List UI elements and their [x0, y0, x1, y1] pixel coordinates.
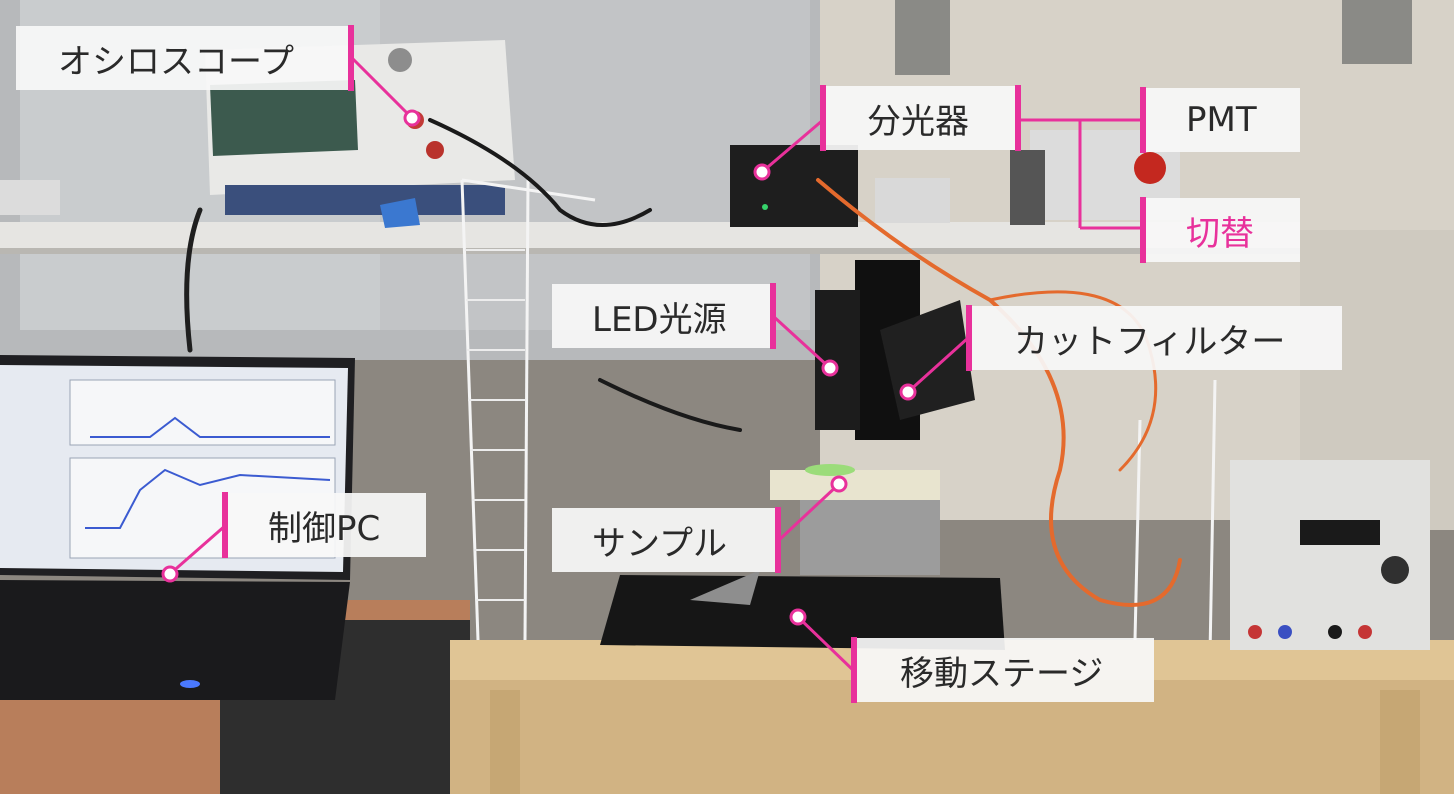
accent-bar-pmt: [1140, 87, 1146, 153]
label-control-pc: 制御PC: [228, 493, 426, 557]
label-cut-filter-text: カットフィルター: [1014, 321, 1286, 362]
accent-bar-oscilloscope: [348, 25, 354, 91]
label-pmt: PMT: [1144, 88, 1300, 152]
label-switch: 切替: [1144, 198, 1300, 262]
label-stage: 移動ステージ: [856, 638, 1154, 702]
label-switch-text: 切替: [1186, 213, 1254, 254]
accent-bar-stage: [851, 637, 857, 703]
label-stage-text: 移動ステージ: [900, 653, 1104, 694]
label-control-pc-text: 制御PC: [268, 508, 381, 549]
label-oscilloscope: オシロスコープ: [16, 26, 351, 90]
accent-bar-cut-filter: [966, 305, 972, 371]
accent-bar-switch: [1140, 197, 1146, 263]
accent-bar-control-pc: [222, 492, 228, 558]
accent-bar-led-source: [770, 283, 776, 349]
label-cut-filter: カットフィルター: [970, 306, 1342, 370]
accent-bar-sample: [775, 507, 781, 573]
label-sample: サンプル: [552, 508, 780, 572]
label-spectrometer: 分光器: [823, 86, 1018, 150]
label-sample-text: サンプル: [592, 523, 727, 564]
label-spectrometer-text: 分光器: [867, 101, 969, 142]
accent-bar-spectrometer-right: [1015, 85, 1021, 151]
label-led-source-text: LED光源: [592, 299, 727, 340]
accent-bar-spectrometer-left: [820, 85, 826, 151]
label-led-source: LED光源: [552, 284, 774, 348]
label-oscilloscope-text: オシロスコープ: [58, 41, 294, 82]
label-pmt-text: PMT: [1186, 100, 1257, 140]
